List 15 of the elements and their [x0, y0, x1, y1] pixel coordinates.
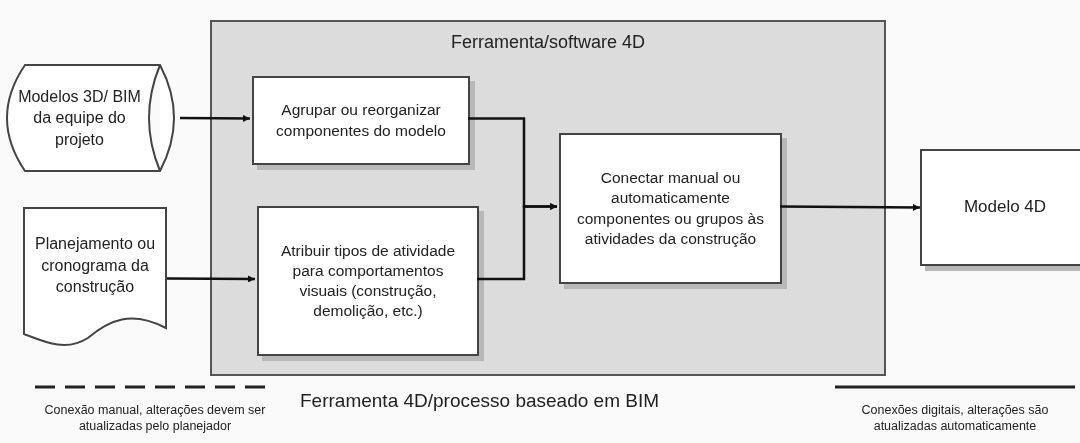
arrow	[180, 114, 250, 122]
node-text: Agrupar ou reorganizar componentes do modelo	[275, 100, 447, 141]
tool-container	[210, 20, 886, 376]
container-title: Ferramenta/software 4D	[449, 32, 647, 53]
node-text: Conectar manual ou automaticamente componentes ou grupos às atividades da construção	[576, 168, 765, 249]
node-text: Modelos 3D/ BIM da equipe do projeto	[17, 86, 142, 150]
caption: Ferramenta 4D/processo baseado em BIM	[300, 390, 660, 412]
node-text: Atribuir tipos de atividade para comportamentos visuais (construção, demolição, etc.)	[279, 240, 456, 322]
arrow	[780, 203, 920, 211]
legend-text: Conexões digitais, alterações são atualizadas automaticamente	[860, 402, 1050, 435]
legend-text: Conexão manual, alterações devem ser atualizadas pelo planejador	[43, 402, 267, 435]
arrow	[167, 275, 255, 283]
node-text: Planejamento ou cronograma da construção	[33, 234, 157, 298]
arrow	[477, 203, 557, 281]
node-text: Modelo 4D	[963, 196, 1047, 219]
